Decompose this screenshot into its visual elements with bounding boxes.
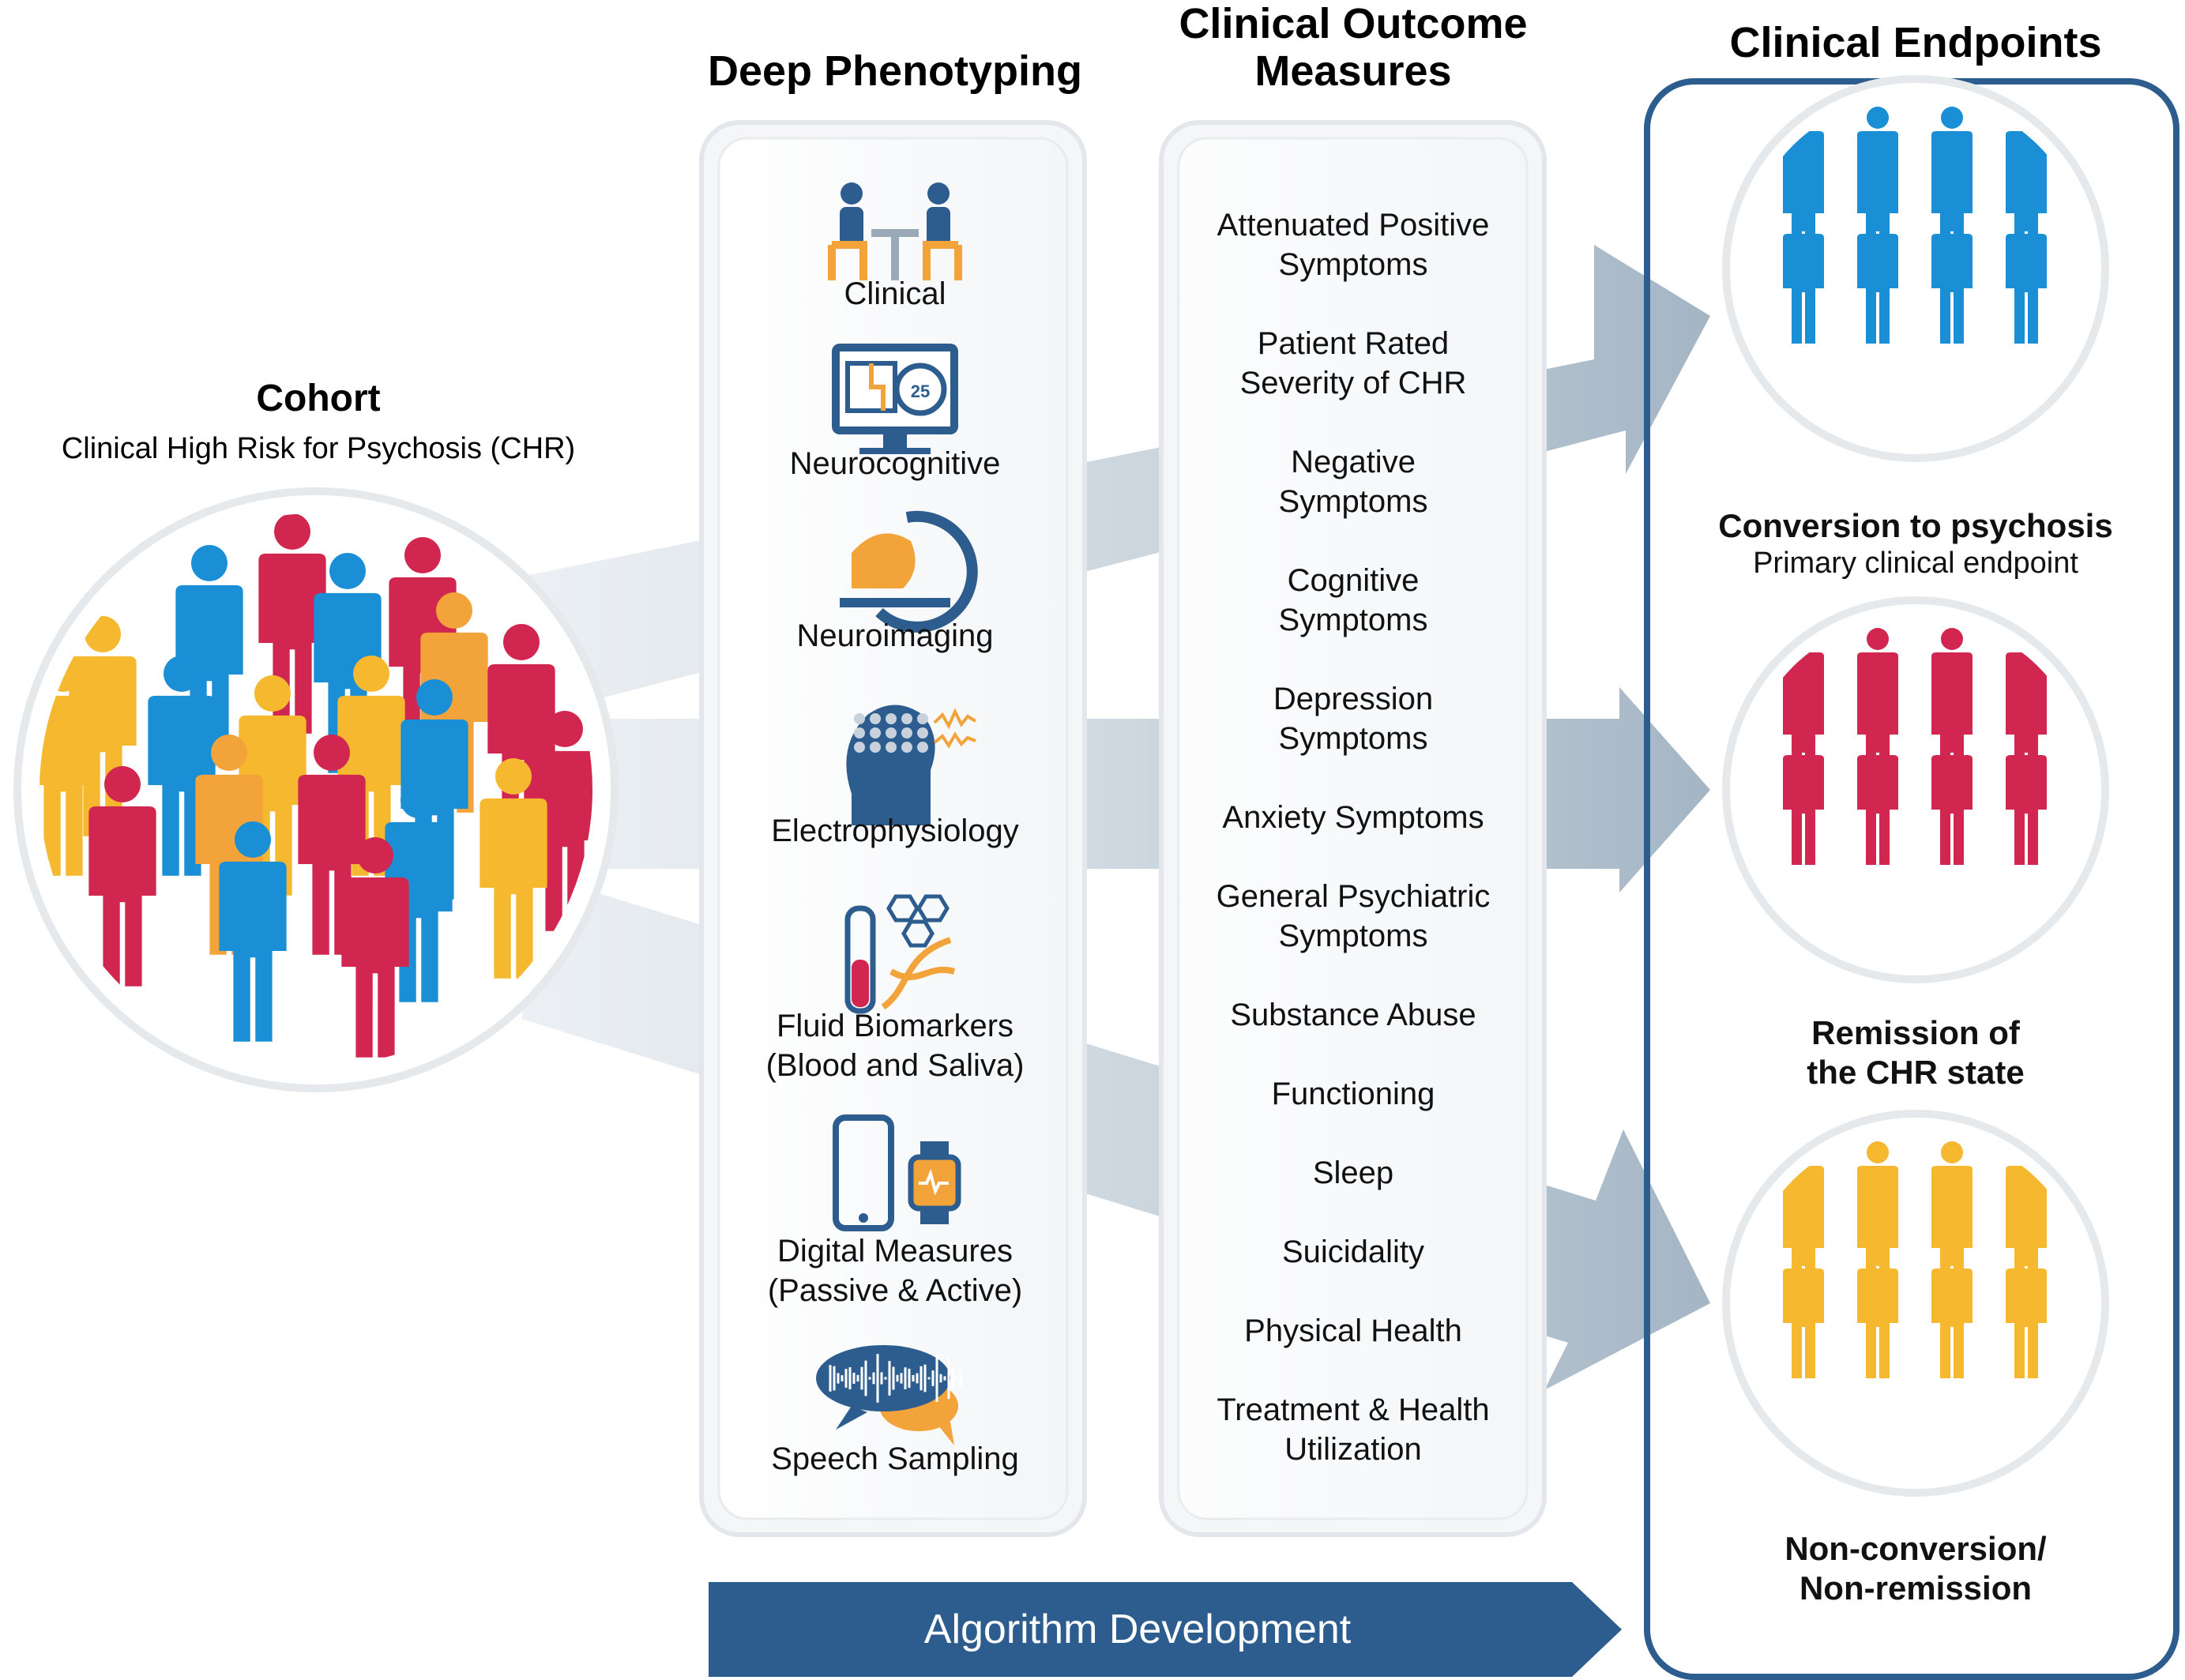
endpoint-people-icon	[1783, 628, 2047, 865]
crowd-people-icon	[39, 513, 592, 1066]
algorithm-development-label: Algorithm Development	[924, 1607, 1352, 1652]
phenotyping-label: (Blood and Saliva)	[766, 1048, 1025, 1083]
outcome-measure-item: Substance Abuse	[1230, 998, 1476, 1032]
phenotyping-label: Neuroimaging	[796, 618, 993, 653]
outcome-measure-label: Symptoms	[1279, 247, 1428, 282]
outcome-measure-item: Sleep	[1313, 1156, 1393, 1190]
phenotyping-label: Clinical	[844, 276, 946, 311]
outcome-measure-item: Functioning	[1272, 1077, 1435, 1111]
endpoint-person-icon	[1857, 1141, 1898, 1276]
cohort-subtitle: Clinical High Risk for Psychosis (CHR)	[62, 432, 575, 465]
endpoint-person-icon	[1931, 107, 1973, 241]
outcome-measure-label: Substance Abuse	[1230, 998, 1476, 1032]
svg-text:25: 25	[911, 381, 930, 401]
endpoint-title: Non-remission	[1800, 1569, 2032, 1607]
outcome-measure-label: General Psychiatric	[1217, 879, 1491, 914]
outcome-measure-label: Cognitive	[1288, 563, 1420, 598]
endpoint-person-icon	[1931, 1141, 1973, 1276]
outcome-measure-item: Suicidality	[1282, 1235, 1424, 1269]
outcome-measure-label: Utilization	[1284, 1432, 1421, 1467]
cohort-title: Cohort	[256, 378, 380, 419]
phenotyping-item: Digital Measures (Passive & Active)	[768, 1114, 1022, 1308]
outcome-measure-label: Symptoms	[1279, 484, 1428, 519]
outcome-measure-label: Sleep	[1313, 1156, 1393, 1190]
outcome-measure-label: Negative	[1291, 445, 1416, 479]
outcome-measures-panel: Clinical Outcome Measures Attenuated Pos…	[1159, 0, 1547, 1537]
outcome-measure-label: Treatment & Health	[1217, 1392, 1489, 1427]
deep-phenotyping-heading: Deep Phenotyping	[708, 47, 1082, 95]
outcome-measure-label: Depression	[1273, 682, 1433, 716]
endpoint-person-icon	[1857, 628, 1898, 762]
clinical-endpoints-panel: Clinical Endpoints Conversion to psychos…	[1644, 19, 2179, 1680]
phenotyping-item: Neuroimaging	[796, 510, 994, 653]
outcome-measure-label: Symptoms	[1279, 721, 1428, 756]
endpoint-title: Conversion to psychosis	[1718, 507, 2112, 544]
endpoint-person-icon	[1931, 628, 1973, 762]
outcome-measure-label: Symptoms	[1279, 919, 1428, 953]
outcome-measure-label: Anxiety Symptoms	[1222, 800, 1484, 835]
outcome-measure-label: Severity of CHR	[1240, 366, 1467, 400]
outcome-measure-label: Symptoms	[1279, 603, 1428, 637]
endpoint-title: the CHR state	[1807, 1054, 2024, 1091]
outcome-measure-item: Anxiety Symptoms	[1222, 800, 1484, 835]
outcome-measure-label: Functioning	[1272, 1077, 1435, 1111]
endpoint-people-icon	[1783, 107, 2047, 344]
outcome-measure-label: Suicidality	[1282, 1235, 1424, 1269]
phenotyping-label: (Passive & Active)	[768, 1273, 1022, 1308]
endpoint-person-icon	[1857, 107, 1898, 241]
outcome-measure-label: Attenuated Positive	[1217, 208, 1490, 242]
phenotyping-item: Fluid Biomarkers (Blood and Saliva)	[766, 894, 1025, 1083]
outcome-heading-line2: Measures	[1254, 47, 1451, 95]
endpoint-people-icon	[1783, 1141, 2047, 1378]
cohort-person-icon	[88, 766, 156, 987]
speech-bubble-icon	[816, 1345, 962, 1445]
algorithm-development-banner: Algorithm Development	[709, 1582, 1622, 1677]
outcome-measure-label: Physical Health	[1244, 1314, 1462, 1348]
outcome-heading-line1: Clinical Outcome	[1179, 0, 1527, 47]
phone-watch-icon	[833, 1114, 961, 1231]
outcome-measure-item: Physical Health	[1244, 1314, 1462, 1348]
phenotyping-label: Fluid Biomarkers	[777, 1009, 1014, 1043]
phenotyping-item: Speech Sampling	[771, 1345, 1019, 1476]
phenotyping-label: Electrophysiology	[771, 814, 1019, 848]
endpoint-title: Remission of	[1811, 1014, 2021, 1051]
endpoint-subtitle: Primary clinical endpoint	[1753, 547, 2078, 580]
endpoint-item: Non-conversion/Non-remission	[1722, 1110, 2109, 1607]
mri-scanner-icon	[840, 510, 978, 633]
phenotyping-label: Speech Sampling	[771, 1441, 1019, 1476]
phenotyping-item: Electrophysiology	[771, 705, 1019, 848]
cohort-group: Cohort Clinical High Risk for Psychosis …	[13, 378, 619, 1092]
phenotyping-label: Neurocognitive	[790, 446, 1001, 481]
interview-icon	[828, 182, 962, 280]
cohort-person-icon	[341, 837, 409, 1058]
cohort-person-icon	[479, 758, 547, 979]
cohort-person-icon	[219, 821, 287, 1042]
cognitive-monitor-icon: 25	[832, 344, 958, 454]
test-tube-dna-icon	[844, 894, 956, 1014]
endpoint-title: Non-conversion/	[1784, 1530, 2047, 1567]
deep-phenotyping-panel: Deep Phenotyping Clinical 25Neurocognitiv…	[699, 47, 1087, 1537]
eeg-head-icon	[846, 705, 977, 825]
phenotyping-label: Digital Measures	[777, 1234, 1013, 1268]
endpoints-heading: Clinical Endpoints	[1729, 19, 2101, 66]
phenotyping-item: Clinical	[828, 182, 962, 311]
outcome-measure-label: Patient Rated	[1258, 326, 1449, 361]
